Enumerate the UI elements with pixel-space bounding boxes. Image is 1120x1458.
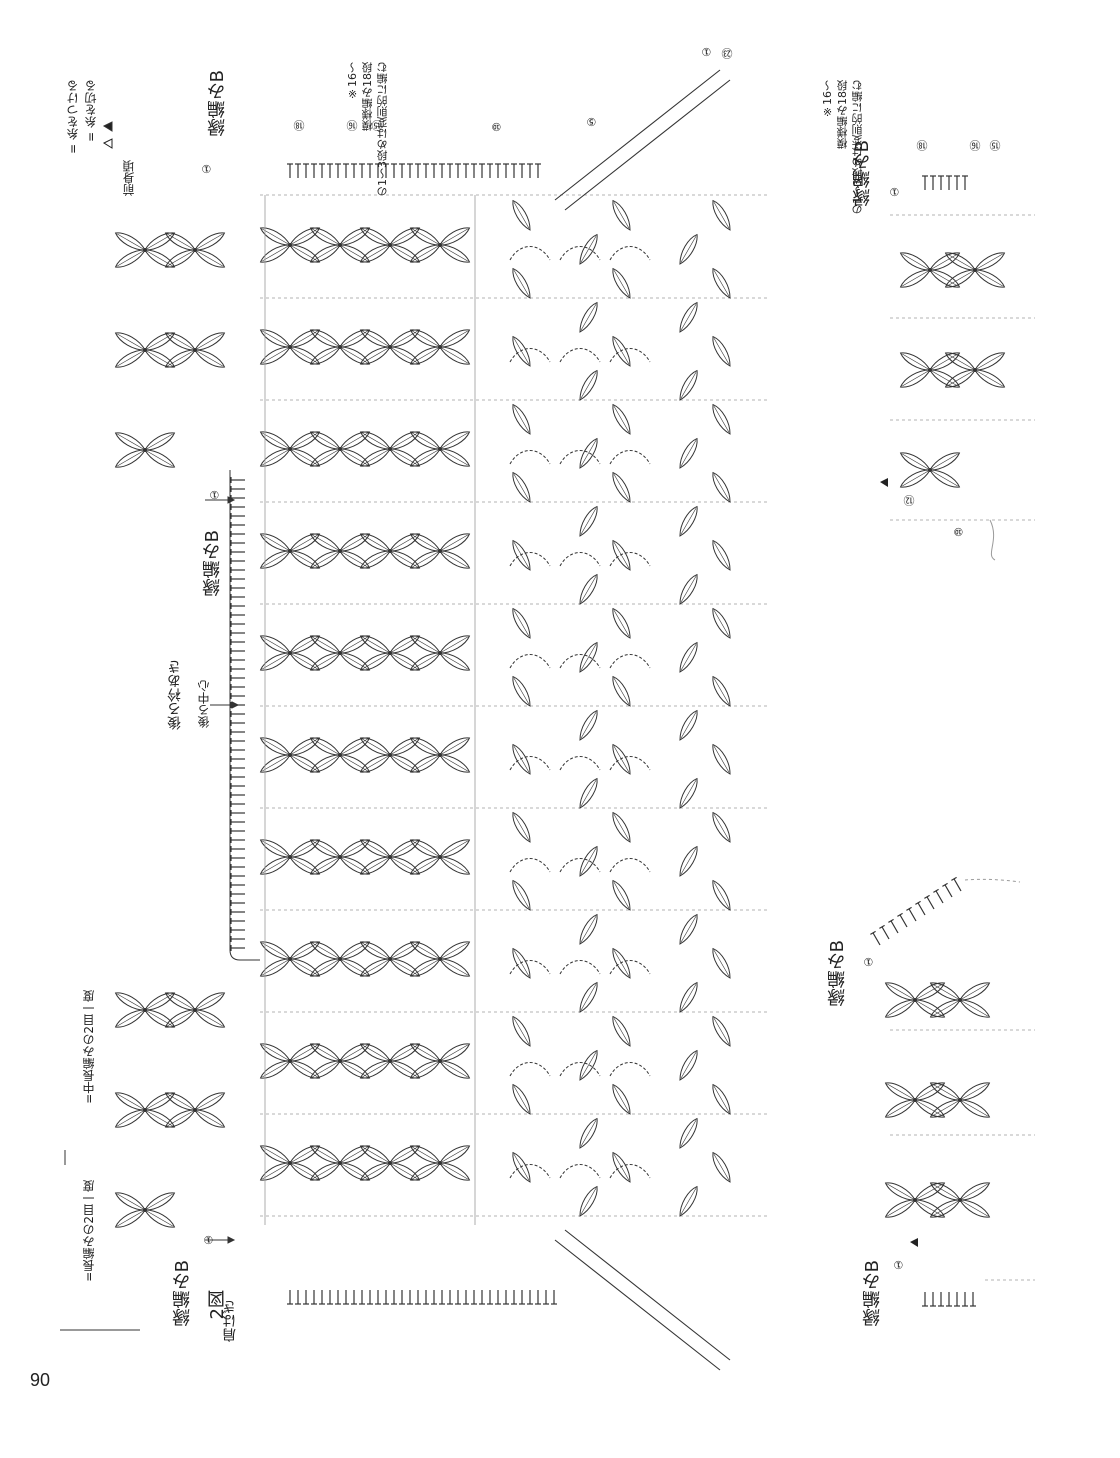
side-row-marker-1: ① [888,185,901,198]
side-row-marker-18: ⑱ [916,140,929,151]
neck-outline [229,470,260,961]
legend-dc2tog: =長編みの2目一度 [82,1180,96,1282]
row-marker-5: ⑤ [585,115,598,128]
edge-marker-1-c: ① [202,1233,215,1246]
main-motif-grid [258,195,735,1225]
legend-cut-thread: = 糸を切る [84,80,98,142]
side-row-marker-10: ⑩ [952,525,965,538]
side-row-marker-12: ⑫ [903,495,916,506]
edging-b-top-ticks [286,163,542,179]
legend-marks [60,121,140,1331]
edging-b-label-side-bottom: 縁編みB [862,1260,883,1327]
edging-b-label-neck: 縁編みB [202,530,223,597]
row-marker-18: ⑱ [293,120,306,131]
row-marker-10: ⑩ [490,120,503,133]
edge-marker-1-b: ① [208,488,221,501]
edging-b-label-bottom: 縁編みB [172,1260,193,1327]
row-marker-16: ⑯ [346,120,359,131]
edging-b-label-top: 縁編みB [207,70,228,137]
legend-attach-thread: = 糸をつける [66,80,80,154]
row-marker-1: ① [700,45,713,58]
shoulder-seam-label: 肩はぎ [222,1300,238,1342]
left-motif-block-bottom [113,989,226,1231]
row-marker-15: ⑮ [371,120,384,131]
top-slant-edge [554,69,731,211]
front-body-label: 前身頃 [122,160,136,196]
note-main-line-1: ※16〜 [346,62,359,100]
edging-b-bottom-ticks [286,1289,558,1305]
side-chart-bottom [869,876,1035,1307]
legend-hdc2tog: =中長編みの2目一度 [82,990,96,1104]
edge-marker-1-a: ① [200,162,213,175]
side-row-marker-15: ⑮ [989,140,1002,151]
main-chart-grid [260,194,770,1217]
note-side-line-1: ※16〜 [821,80,834,118]
back-center-label: 後ろ中心 [197,680,211,728]
side-row-marker-16: ⑯ [969,140,982,151]
row-marker-23: ㉓ [721,48,734,59]
edge-marker-1-d: ① [862,955,875,968]
edging-b-label-side-top: 縁編みB [852,140,873,207]
left-motif-block-top [113,229,226,471]
edging-b-neck-ticks [230,476,246,952]
back-neck-opening-label: 後ろ衿あき [167,660,183,730]
arrows [205,496,240,1244]
edge-marker-1-e: ① [892,1258,905,1271]
note-side-line-2: 模様編み18段 [836,80,849,149]
bottom-slant-edge [554,1229,731,1371]
page-number: 90 [30,1370,51,1390]
side-chart-top [880,175,1035,561]
edging-b-label-side-mid: 縁編みB [827,940,848,1007]
